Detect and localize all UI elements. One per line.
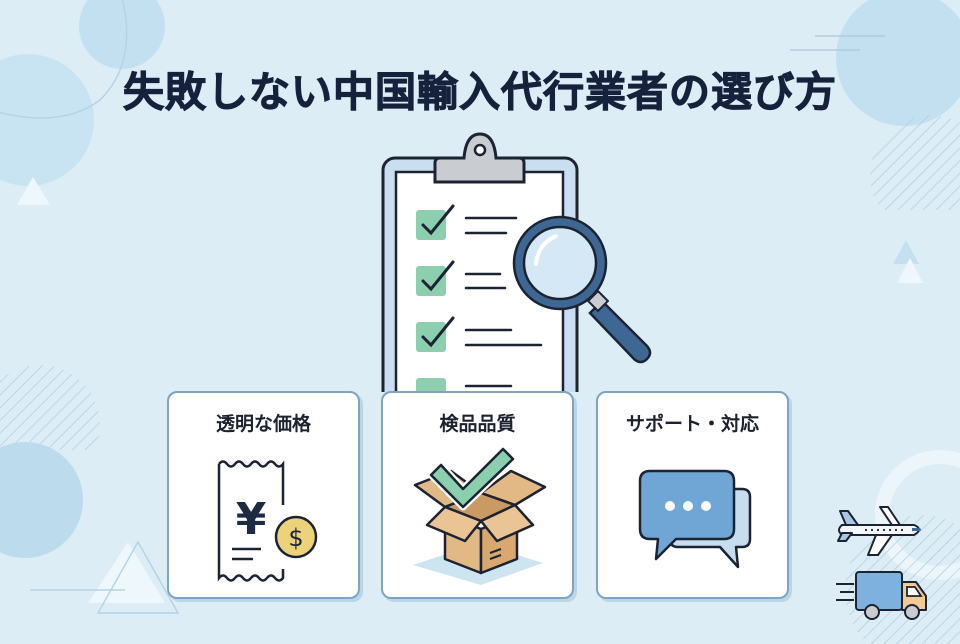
card-support: サポート・対応 bbox=[596, 391, 789, 599]
chat-bubbles-icon bbox=[638, 469, 752, 569]
card-title: 検品品質 bbox=[439, 413, 516, 435]
card-title: サポート・対応 bbox=[625, 413, 759, 435]
receipt-yen-coin-icon: ¥ $ bbox=[217, 460, 318, 582]
delivery-truck-icon bbox=[836, 571, 927, 620]
card-transparent-price: 透明な価格 ¥ $ bbox=[167, 391, 360, 599]
airplane-icon bbox=[837, 506, 921, 556]
clipboard-checklist-icon bbox=[381, 132, 652, 392]
svg-text:¥: ¥ bbox=[236, 494, 267, 545]
card-inspection-quality: 検品品質 bbox=[381, 391, 574, 599]
checklist bbox=[416, 204, 543, 392]
svg-text:$: $ bbox=[288, 524, 303, 552]
box-checkmark-icon bbox=[413, 445, 547, 585]
page-title: 失敗しない中国輸入代行業者の選び方 bbox=[123, 68, 837, 117]
magnifying-glass-icon bbox=[512, 215, 652, 364]
card-title: 透明な価格 bbox=[215, 413, 311, 435]
